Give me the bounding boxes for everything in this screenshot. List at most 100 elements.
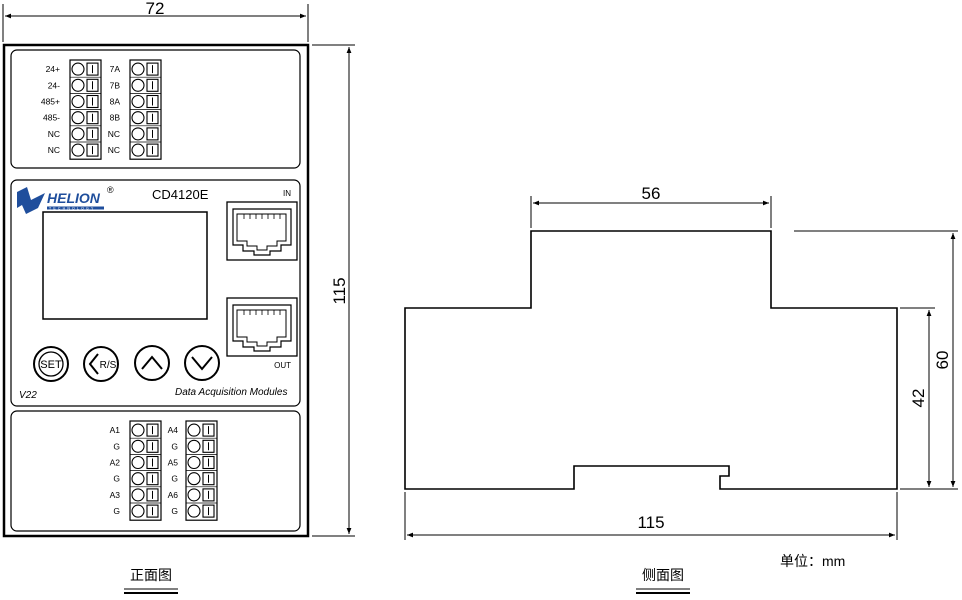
- down-button[interactable]: [184, 345, 220, 381]
- terminal-label: G: [113, 441, 120, 451]
- terminal-clamp-icon: [202, 504, 215, 518]
- terminal-clamp-icon: [202, 472, 215, 486]
- terminal-screw-icon: [131, 94, 145, 109]
- terminal-clamp-icon: [86, 62, 99, 76]
- terminal-screw-icon: [71, 62, 85, 76]
- brand-logo-icon: [17, 187, 45, 214]
- brand-name: HELION: [47, 190, 101, 206]
- side-right-dimensions: 42 60: [794, 230, 958, 490]
- brand-registered-mark: ®: [107, 185, 114, 195]
- front-width-value: 72: [146, 0, 165, 18]
- terminal-screw-icon: [187, 439, 201, 453]
- terminal-clamp-icon: [86, 111, 99, 125]
- terminal-screw-icon: [131, 62, 145, 76]
- terminal-clamp-icon: [86, 94, 99, 109]
- terminal-clamp-icon: [146, 472, 159, 486]
- terminal-label: G: [171, 506, 178, 516]
- terminal-screw-icon: [131, 472, 145, 486]
- terminal-screw-icon: [131, 423, 145, 437]
- terminal-screw-icon: [187, 455, 201, 470]
- terminal-clamp-icon: [146, 111, 159, 125]
- terminal-label: 8B: [110, 113, 121, 123]
- bottom-terminal-panel: [10, 410, 301, 532]
- port-out-label: OUT: [274, 361, 291, 370]
- rs-arrow-icon: [88, 353, 99, 375]
- side-outer-height-value: 60: [933, 351, 952, 370]
- terminal-clamp-icon: [146, 455, 159, 470]
- side-bottom-value: 115: [637, 513, 664, 532]
- terminal-clamp-icon: [146, 62, 159, 76]
- model-name: CD4120E: [152, 187, 209, 202]
- up-arrow-icon: [141, 355, 163, 370]
- up-button[interactable]: [134, 345, 170, 381]
- front-height-dimension: 115: [312, 44, 355, 537]
- terminal-label: A6: [168, 490, 179, 500]
- terminal-clamp-icon: [86, 127, 99, 141]
- terminal-label: A2: [110, 458, 121, 468]
- terminal-label: G: [113, 506, 120, 516]
- terminal-label: A1: [110, 425, 121, 435]
- front-height-value: 115: [330, 277, 349, 304]
- terminal-screw-icon: [131, 143, 145, 157]
- rs-button-label: R/S: [100, 360, 117, 371]
- terminal-label: NC: [108, 129, 120, 139]
- side-view-caption: 侧面图: [642, 567, 684, 583]
- terminal-screw-icon: [131, 111, 145, 125]
- terminal-screw-icon: [187, 504, 201, 518]
- rj45-port-in: [226, 201, 298, 261]
- terminal-clamp-icon: [86, 143, 99, 157]
- terminal-label: A4: [168, 425, 179, 435]
- terminal-screw-icon: [187, 472, 201, 486]
- terminal-label: A5: [168, 458, 179, 468]
- terminal-label: 8A: [110, 97, 121, 107]
- terminal-screw-icon: [131, 127, 145, 141]
- terminal-clamp-icon: [202, 488, 215, 502]
- terminal-screw-icon: [131, 455, 145, 470]
- front-width-dimension: 72: [2, 0, 309, 42]
- port-in-label: IN: [283, 189, 291, 198]
- terminal-screw-icon: [131, 439, 145, 453]
- terminal-label: 24-: [48, 80, 60, 90]
- terminal-label: A3: [110, 490, 121, 500]
- terminal-label: 485-: [43, 113, 60, 123]
- brand-logo: HELION ® TECHNOLOGY: [17, 185, 114, 214]
- terminal-screw-icon: [71, 127, 85, 141]
- top-terminal-panel: [10, 49, 301, 169]
- set-button-label: SET: [40, 359, 62, 371]
- side-inner-height-value: 42: [909, 389, 928, 408]
- terminal-clamp-icon: [86, 78, 99, 92]
- set-button[interactable]: SET: [33, 346, 69, 382]
- terminal-label: NC: [108, 145, 120, 155]
- version-label: V22: [19, 390, 37, 401]
- terminal-screw-icon: [131, 78, 145, 92]
- front-view-caption: 正面图: [130, 567, 172, 583]
- terminal-screw-icon: [71, 94, 85, 109]
- terminal-clamp-icon: [146, 423, 159, 437]
- terminal-label: 485+: [41, 97, 60, 107]
- front-body-outline: [2, 43, 310, 538]
- terminal-screw-icon: [187, 488, 201, 502]
- side-view: 56 115 42 60 单位：mm 侧面图: [404, 184, 958, 594]
- description-label: Data Acquisition Modules: [175, 387, 287, 398]
- terminal-clamp-icon: [202, 439, 215, 453]
- terminal-label: NC: [48, 129, 60, 139]
- main-front-panel: [10, 179, 301, 407]
- terminal-clamp-icon: [146, 78, 159, 92]
- rs-button[interactable]: R/S: [83, 346, 119, 382]
- terminal-label: NC: [48, 145, 60, 155]
- terminal-clamp-icon: [146, 143, 159, 157]
- terminal-screw-icon: [131, 504, 145, 518]
- terminal-label: 24+: [46, 64, 60, 74]
- side-top-dimension: 56: [530, 184, 772, 228]
- unit-label: 单位：mm: [780, 553, 845, 569]
- terminal-clamp-icon: [146, 504, 159, 518]
- lcd-screen: [42, 211, 208, 320]
- terminal-screw-icon: [187, 423, 201, 437]
- terminal-clamp-icon: [146, 94, 159, 109]
- terminal-screw-icon: [71, 78, 85, 92]
- down-arrow-icon: [191, 356, 213, 371]
